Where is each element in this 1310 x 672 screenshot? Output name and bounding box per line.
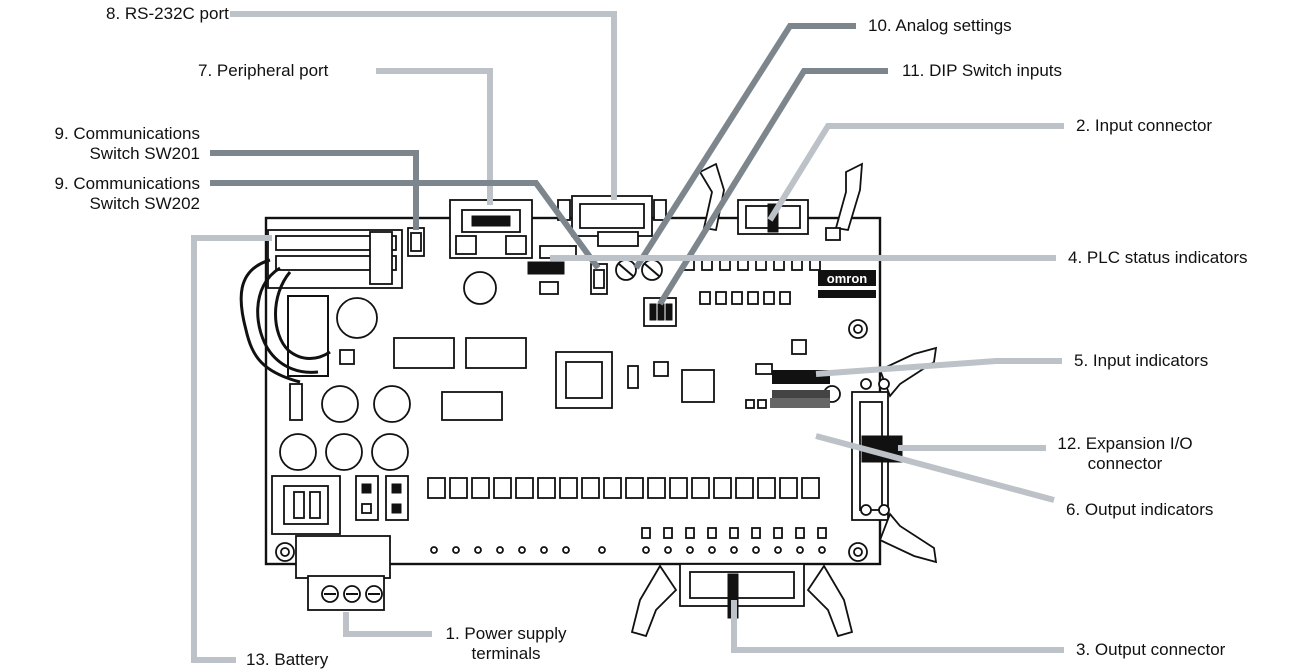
- leader-8: [230, 14, 614, 200]
- label-dip-switch-inputs: 11. DIP Switch inputs: [902, 61, 1062, 81]
- label-battery: 13. Battery: [246, 650, 328, 670]
- label-input-connector: 2. Input connector: [1076, 116, 1212, 136]
- label-input-indicators: 5. Input indicators: [1074, 351, 1208, 371]
- leader-2: [770, 126, 1064, 220]
- plc-board: omron: [241, 164, 936, 636]
- leader-13: [194, 238, 272, 660]
- peripheral-port: [450, 200, 532, 258]
- power-supply-terminals: [296, 536, 390, 610]
- label-rs232c-port: 8. RS-232C port: [106, 4, 229, 24]
- component: [528, 262, 564, 274]
- label-plc-status-indicators: 4. PLC status indicators: [1068, 248, 1248, 268]
- omron-logo: omron: [818, 270, 876, 298]
- label-output-indicators: 6. Output indicators: [1066, 500, 1213, 520]
- logo-text: omron: [827, 271, 868, 286]
- label-output-connector: 3. Output connector: [1076, 640, 1225, 660]
- leader-3: [734, 600, 1064, 650]
- label-peripheral-port: 7. Peripheral port: [198, 61, 328, 81]
- label-analog-settings: 10. Analog settings: [868, 16, 1012, 36]
- leader-1: [346, 612, 432, 634]
- output-connector: [632, 564, 852, 636]
